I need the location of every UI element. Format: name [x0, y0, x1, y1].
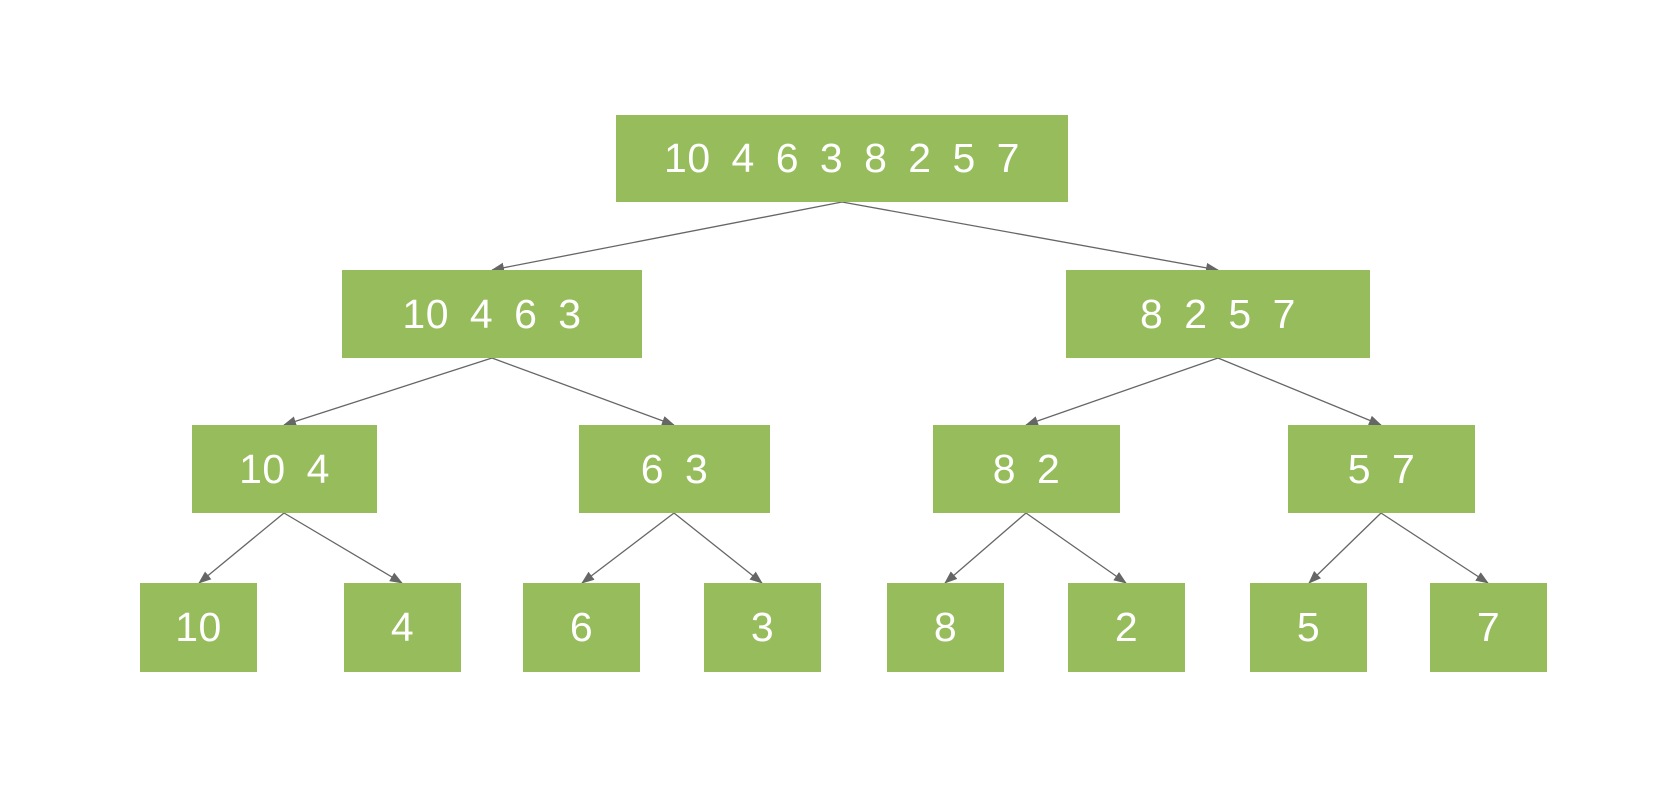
leaf-2: 2	[1068, 583, 1185, 672]
leaf-6: 6	[523, 583, 640, 672]
edge-8-2-to-8	[944, 512, 1027, 584]
leaf-8: 8	[887, 583, 1004, 672]
edge-right-to-8-2	[1025, 357, 1219, 426]
edge-left-to-10-4	[283, 357, 493, 427]
node-8-2-5-7: 8 2 5 7	[1066, 270, 1370, 358]
node-10-4-6-3: 10 4 6 3	[342, 270, 642, 358]
edge-10-4-to-4	[283, 512, 403, 584]
edge-root-to-left-half	[491, 201, 843, 273]
root-node-10-4-6-3-8-2-5-7: 10 4 6 3 8 2 5 7	[616, 115, 1068, 202]
node-6-3: 6 3	[579, 425, 770, 513]
leaf-4: 4	[344, 583, 461, 672]
edge-8-2-to-2	[1025, 512, 1127, 584]
leaf-5: 5	[1250, 583, 1367, 672]
edge-5-7-to-5	[1308, 512, 1382, 584]
node-8-2: 8 2	[933, 425, 1120, 513]
edge-right-to-5-7	[1217, 357, 1382, 426]
node-10-4: 10 4	[192, 425, 377, 513]
edge-root-to-right-half	[841, 201, 1219, 273]
leaf-10: 10	[140, 583, 257, 672]
edge-6-3-to-6	[581, 512, 675, 584]
edge-left-to-6-3	[491, 357, 675, 426]
leaf-7: 7	[1430, 583, 1547, 672]
edge-6-3-to-3	[673, 512, 763, 584]
edge-5-7-to-7	[1380, 512, 1489, 584]
node-5-7: 5 7	[1288, 425, 1475, 513]
leaf-3: 3	[704, 583, 821, 672]
edge-10-4-to-10	[198, 512, 285, 584]
